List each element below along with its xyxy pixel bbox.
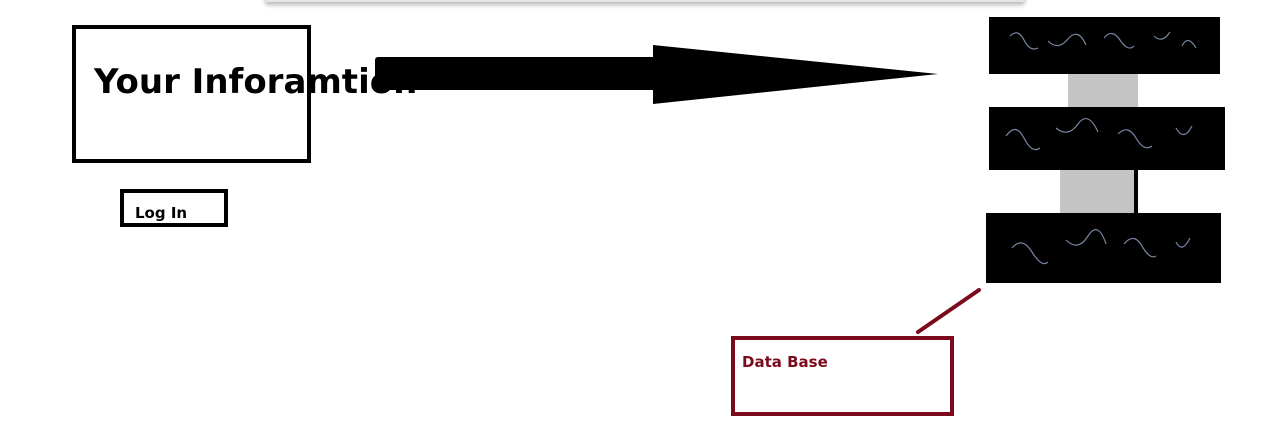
window-edge-shadow	[265, 0, 1025, 2]
database-label: Data Base	[742, 353, 828, 371]
login-label: Log In	[135, 204, 188, 222]
database-stack-icon	[986, 17, 1225, 283]
login-button[interactable]	[120, 189, 228, 227]
flow-arrow	[375, 45, 938, 104]
callout-line	[916, 288, 981, 334]
database-callout-box	[731, 336, 954, 416]
information-label: Your Inforamtion	[94, 62, 418, 102]
information-box	[72, 25, 311, 163]
